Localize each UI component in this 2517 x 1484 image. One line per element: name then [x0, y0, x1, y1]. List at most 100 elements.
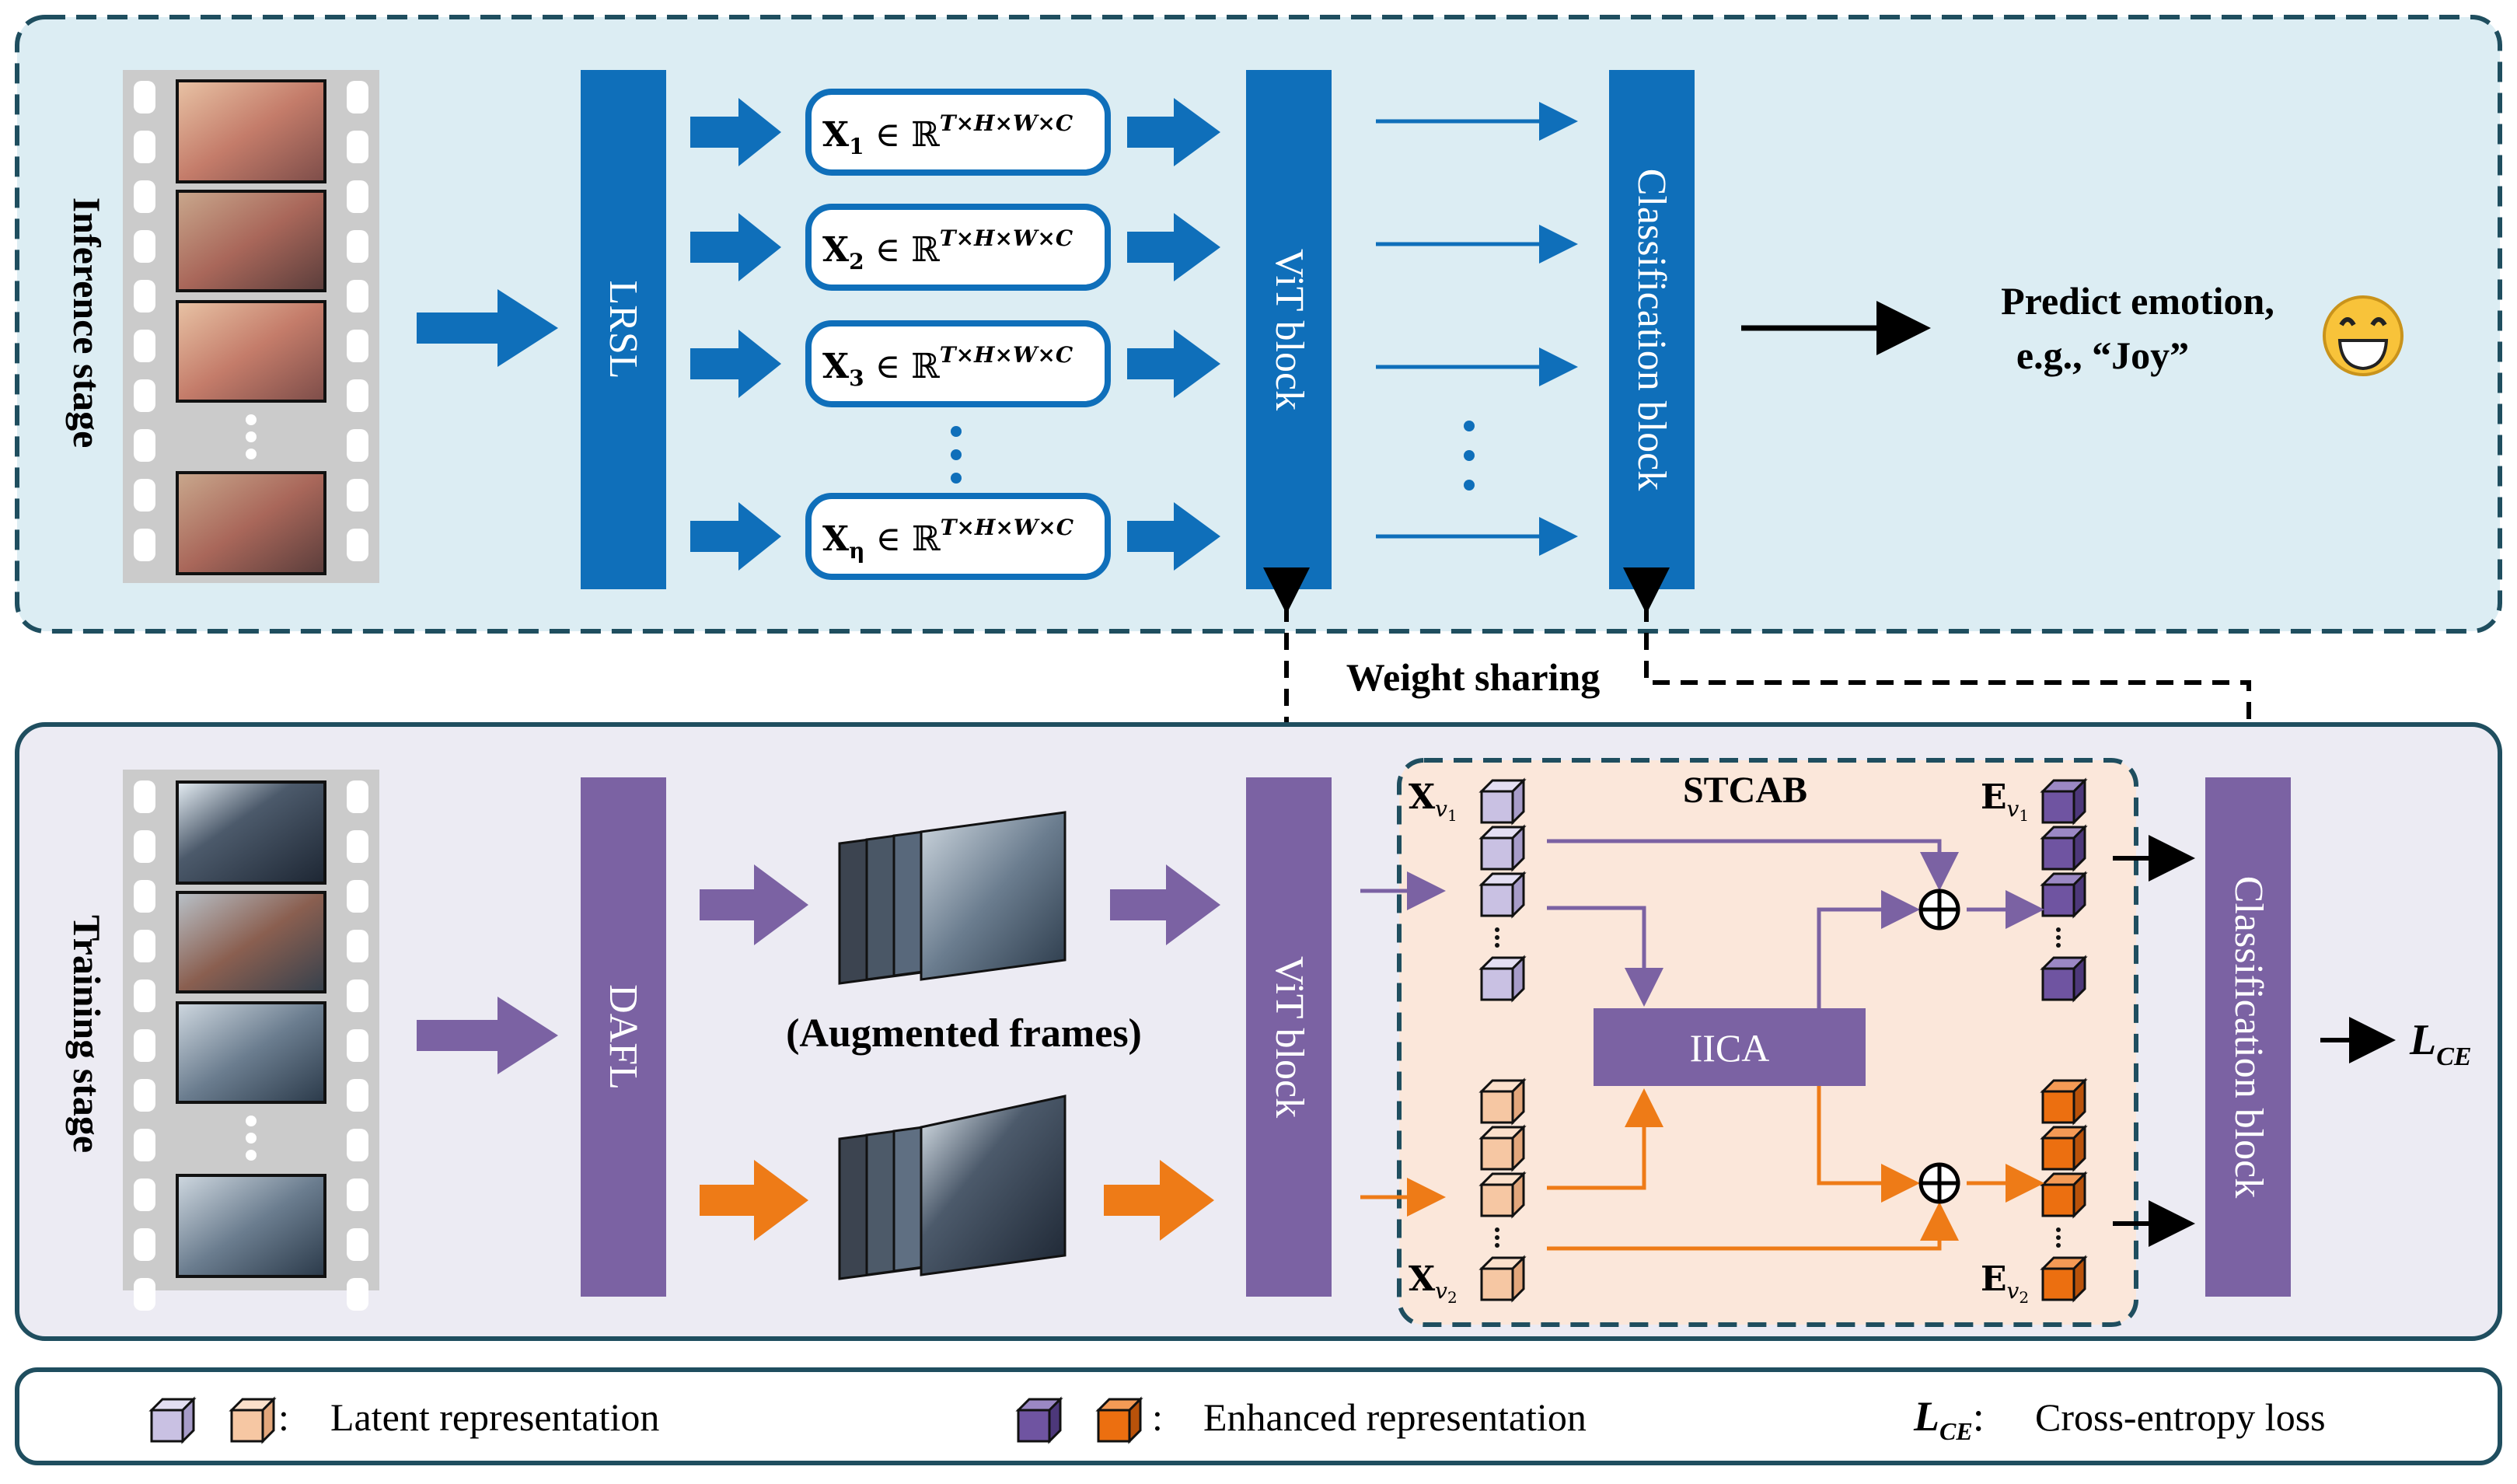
latent-cube-v2	[1478, 1124, 1527, 1172]
film-hole	[347, 1129, 368, 1161]
film-hole	[134, 1278, 155, 1311]
arrow-token-to-vit	[1127, 98, 1220, 166]
legend-latent-label: Latent representation	[330, 1395, 659, 1439]
token-sequence-formula: X2 ∈ ℝT×H×W×C	[822, 225, 1073, 274]
video-frame	[176, 780, 326, 885]
film-hole	[347, 429, 368, 462]
flow-iica-to-add2	[1817, 1086, 1920, 1203]
legend-enhanced-cube-orange-icon	[1095, 1396, 1143, 1444]
arrow-lrsl-to-token	[690, 502, 781, 571]
lrsl-label: LRSL	[601, 280, 645, 379]
film-hole	[347, 880, 368, 913]
stcab-label: STCAB	[1683, 770, 1807, 811]
vit-block-training	[1246, 777, 1332, 1297]
film-hole	[347, 1228, 368, 1261]
weight-sharing-label: Weight sharing	[1346, 655, 1600, 699]
legend-cubes	[148, 1396, 1143, 1444]
legend-latent-cube-purple-icon	[148, 1396, 197, 1444]
inference-stage-label: Inference stage	[65, 197, 109, 449]
vit-label-training: ViT block	[1267, 956, 1311, 1118]
film-hole	[347, 830, 368, 863]
vit-to-classifier-arrows	[1376, 102, 1578, 556]
token-sequence-box	[805, 204, 1111, 291]
dafl-block	[581, 777, 666, 1297]
film-hole	[134, 1129, 155, 1161]
film-hole	[347, 230, 368, 263]
arrow-view1-to-vit	[1110, 864, 1220, 945]
arrow-lrsl-to-token	[690, 98, 781, 166]
token-sequence-group: X1 ∈ ℝT×H×W×CX2 ∈ ℝT×H×W×CX3 ∈ ℝT×H×W×CX…	[690, 89, 1220, 580]
legend-latent-cube-orange-icon	[229, 1396, 277, 1444]
video-frame	[176, 891, 326, 993]
film-hole	[347, 529, 368, 561]
enhanced-cube-v2	[2040, 1171, 2088, 1219]
latent-cube-v2	[1478, 1255, 1527, 1303]
film-hole	[347, 280, 368, 313]
xv2-label: Xv2	[1409, 1259, 1457, 1307]
film-hole	[134, 230, 155, 263]
flow-iica-to-add1	[1817, 890, 1920, 1008]
film-hole	[134, 830, 155, 863]
add-operator-2	[1918, 1162, 1960, 1204]
xv1-label: Xv1	[1409, 777, 1457, 825]
latent-cube-v2	[1478, 1171, 1527, 1219]
arrow-view2-in	[700, 1160, 808, 1241]
film-hole	[134, 81, 155, 113]
legend-panel	[15, 1367, 2502, 1465]
augmented-frames-view2	[838, 1095, 1066, 1280]
training-stage-label: Training stage	[65, 915, 109, 1153]
film-hole	[134, 1178, 155, 1211]
film-hole	[134, 180, 155, 213]
legend-colon-enhanced: :	[1152, 1395, 1163, 1439]
flow-xv2-to-add2	[1547, 1202, 1959, 1251]
latent-cube-v1	[1478, 777, 1527, 826]
flow-xv2-to-iica	[1547, 1088, 1663, 1190]
film-hole	[134, 979, 155, 1012]
classification-label-inference: Classification block	[1629, 169, 1674, 491]
enhanced-cube-v2	[2040, 1077, 2088, 1126]
iica-label: IICA	[1690, 1026, 1770, 1070]
ev2-label: Ev2	[1981, 1259, 2029, 1307]
ellipsis-dot	[1464, 450, 1475, 461]
arrow-view2-to-vit	[1104, 1160, 1214, 1241]
film-hole	[134, 1228, 155, 1261]
ellipsis-dot	[1464, 421, 1475, 431]
film-hole	[134, 280, 155, 313]
latent-cube-v1	[1478, 955, 1527, 1003]
lrsl-block	[581, 70, 666, 589]
arrow-to-lrsl	[417, 289, 558, 367]
token-sequence-formula: X3 ∈ ℝT×H×W×C	[822, 342, 1073, 391]
enhanced-cube-v1	[2040, 824, 2088, 872]
dafl-label: DAFL	[601, 984, 645, 1090]
film-hole	[347, 1079, 368, 1112]
enhanced-cube-v1	[2040, 955, 2088, 1003]
enhanced-cube-v1	[2040, 871, 2088, 919]
legend-loss-label: Cross-entropy loss	[2035, 1395, 2326, 1439]
token-sequence-box	[805, 89, 1111, 176]
film-hole	[134, 880, 155, 913]
ellipsis-dot	[951, 426, 962, 437]
flow-xv1-to-add1	[1547, 839, 1959, 891]
video-frame	[176, 1001, 326, 1104]
film-hole	[134, 529, 155, 561]
video-frame	[176, 471, 326, 575]
legend-colon-latent: :	[278, 1395, 289, 1439]
film-hole	[347, 180, 368, 213]
video-frame	[176, 79, 326, 183]
legend-loss-symbol: LCE:	[1913, 1393, 1985, 1445]
classification-block-training	[2205, 777, 2291, 1297]
flow-xv1-to-iica	[1547, 906, 1663, 1007]
video-frame	[176, 190, 326, 292]
film-hole	[134, 930, 155, 962]
predict-emotion-text: Predict emotion,	[2001, 279, 2274, 323]
film-hole	[347, 780, 368, 813]
augmented-frames-view1	[838, 811, 1066, 985]
film-hole	[347, 979, 368, 1012]
film-hole	[347, 81, 368, 113]
video-frame	[176, 1174, 326, 1278]
film-hole	[134, 1079, 155, 1112]
classification-label-training: Classification block	[2226, 876, 2271, 1198]
film-hole	[347, 930, 368, 962]
